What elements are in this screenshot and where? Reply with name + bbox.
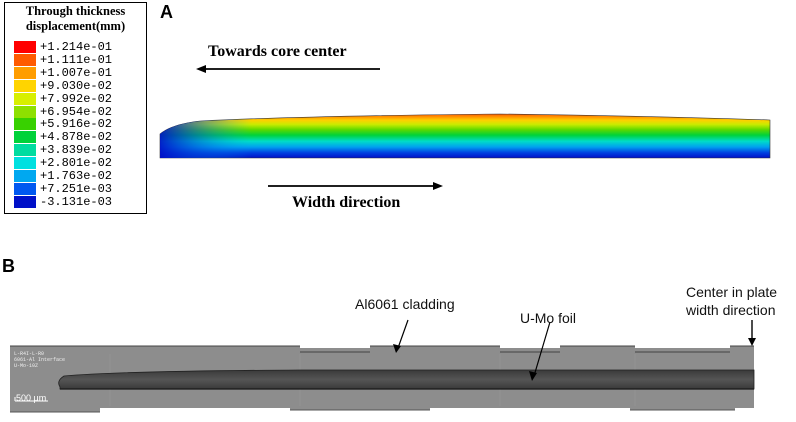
- label-center-line2: width direction: [686, 302, 776, 318]
- panel-a-drawing: [159, 65, 771, 190]
- arrow-width-direction-head: [433, 182, 443, 190]
- label-center-line1: Center in plate: [686, 284, 778, 300]
- legend-title-line2: displacement(mm): [25, 19, 126, 33]
- legend-swatch: [14, 79, 36, 92]
- legend-swatch: [14, 182, 36, 195]
- arrow-foil: [533, 321, 551, 377]
- legend-swatch: [14, 66, 36, 79]
- legend-title: Through thickness displacement(mm): [4, 4, 147, 34]
- legend-swatch: [14, 144, 36, 157]
- contour-edge-shade: [160, 114, 770, 158]
- legend-label: +7.251e-03: [40, 181, 113, 196]
- label-towards-core: Towards core center: [208, 43, 347, 60]
- legend-label: +1.763e-02: [40, 169, 113, 183]
- legend-title-line1: Through thickness: [25, 4, 126, 18]
- legend-label: +9.030e-02: [40, 78, 113, 93]
- legend-swatch: [14, 105, 36, 118]
- umo-foil: [58, 369, 755, 390]
- label-width-direction: Width direction: [292, 194, 401, 211]
- micro-line-2: 6061-Al Interface: [14, 357, 66, 363]
- legend-label: +3.839e-02: [40, 143, 113, 158]
- micro-line-1: L-R4I-L-R0: [14, 351, 45, 357]
- legend-swatch: [14, 131, 36, 144]
- legend-swatch: [14, 118, 36, 131]
- legend-swatch: [14, 41, 36, 53]
- label-cladding: Al6061 cladding: [355, 296, 455, 312]
- legend-swatch: [14, 157, 36, 170]
- legend-label: +1.111e-01: [40, 52, 113, 67]
- legend-label: +6.954e-02: [40, 104, 113, 119]
- scale-bar-label: 500 µm: [16, 393, 47, 403]
- panel-letter-a: A: [160, 2, 173, 22]
- legend-label: +5.916e-02: [40, 117, 113, 132]
- micro-line-3: U-Mo-10Z: [14, 363, 39, 369]
- arrow-cladding: [397, 319, 409, 349]
- legend-swatch: [14, 92, 36, 105]
- panel-letter-b: B: [2, 256, 15, 276]
- legend-label: +2.801e-02: [40, 156, 113, 171]
- legend-swatch: [14, 195, 36, 208]
- legend-swatch: [14, 53, 36, 66]
- label-center: Center in plate width direction: [686, 283, 777, 319]
- micrograph: [10, 319, 756, 413]
- legend-label: +7.992e-02: [40, 91, 113, 106]
- legend-label: +1.214e-01: [40, 40, 113, 54]
- label-foil: U-Mo foil: [520, 310, 577, 326]
- legend-label: -3.131e-03: [40, 194, 113, 209]
- legend-swatch: [14, 170, 36, 182]
- micrograph-info: L-R4I-L-R0 6061-Al Interface U-Mo-10Z: [14, 351, 65, 369]
- legend-label: +1.007e-01: [40, 65, 113, 80]
- arrow-towards-core-head: [196, 65, 206, 73]
- legend-label: +4.878e-02: [40, 130, 113, 145]
